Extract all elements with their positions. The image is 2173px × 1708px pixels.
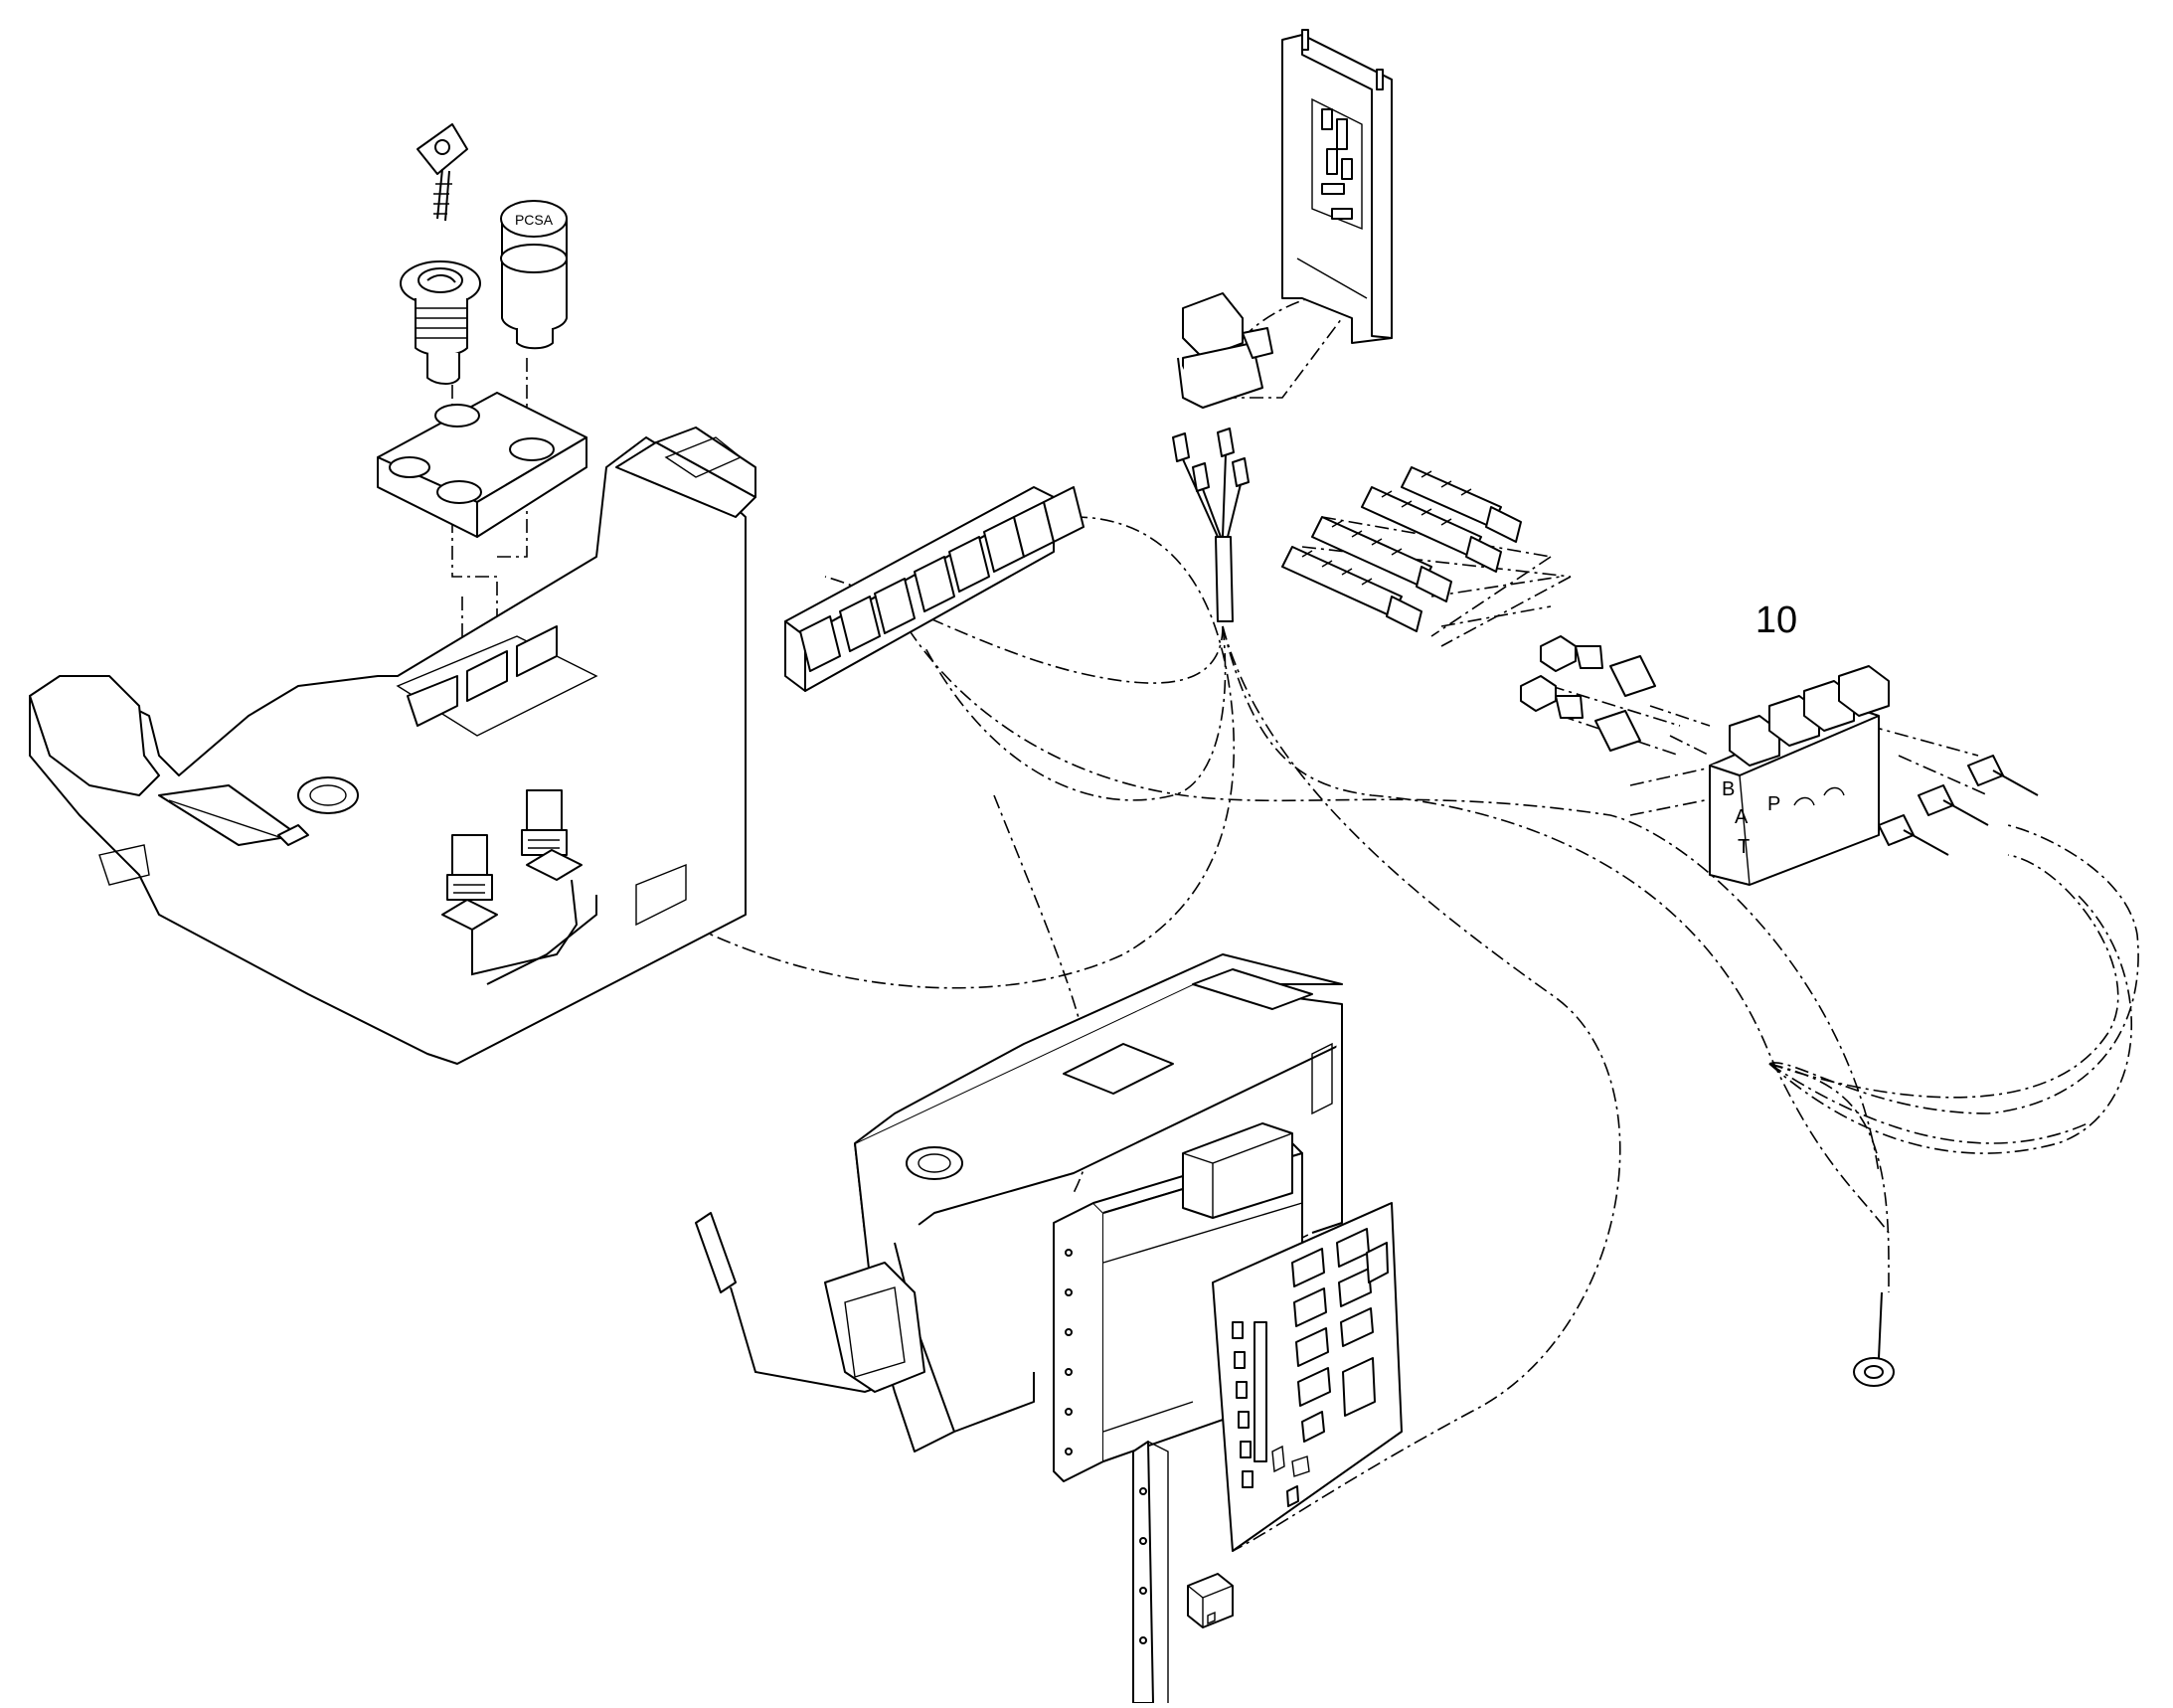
pcsa-switch: PCSA [500, 200, 568, 350]
small-connector [1187, 1573, 1234, 1628]
callout-number: 10 [1755, 599, 1797, 641]
relay-harness [1172, 427, 1250, 622]
relay-control-panel [1281, 29, 1393, 344]
toggle-switches [441, 789, 583, 976]
circuit-board [1212, 1202, 1403, 1552]
solenoid-plugs [1878, 755, 2039, 856]
relay [1177, 292, 1273, 409]
connector-pins [1232, 1321, 1267, 1488]
hose-1 [1281, 546, 1422, 632]
hose-3 [1361, 486, 1502, 573]
terminal-blocks [799, 486, 1085, 672]
ignition-key [417, 123, 468, 222]
connector-strip [784, 486, 1085, 692]
port-label-a: A [1735, 806, 1749, 828]
panel-components [1321, 108, 1353, 220]
hose-4 [1401, 466, 1522, 543]
port-label-t: T [1738, 836, 1750, 858]
valve-block: B A P T [1709, 665, 1890, 886]
ring-terminal [1853, 1291, 1895, 1387]
console-tower [615, 427, 756, 518]
ic-chips [1291, 1228, 1389, 1443]
port-labels: B A P T [1722, 778, 1780, 858]
lower-console-frame [695, 953, 1343, 1452]
mounting-bracket [1132, 1441, 1169, 1704]
port-label-p: P [1767, 793, 1780, 815]
solenoid-heads [1729, 665, 1890, 767]
fittings [1520, 635, 1656, 752]
operator-console [29, 427, 756, 1065]
mounting-plate [377, 392, 587, 538]
hose-2 [1311, 516, 1452, 602]
hydraulic-hoses [1281, 466, 1522, 632]
key-switch [400, 260, 481, 385]
port-label-b: B [1722, 778, 1735, 800]
pcsa-label: PCSA [515, 212, 554, 228]
